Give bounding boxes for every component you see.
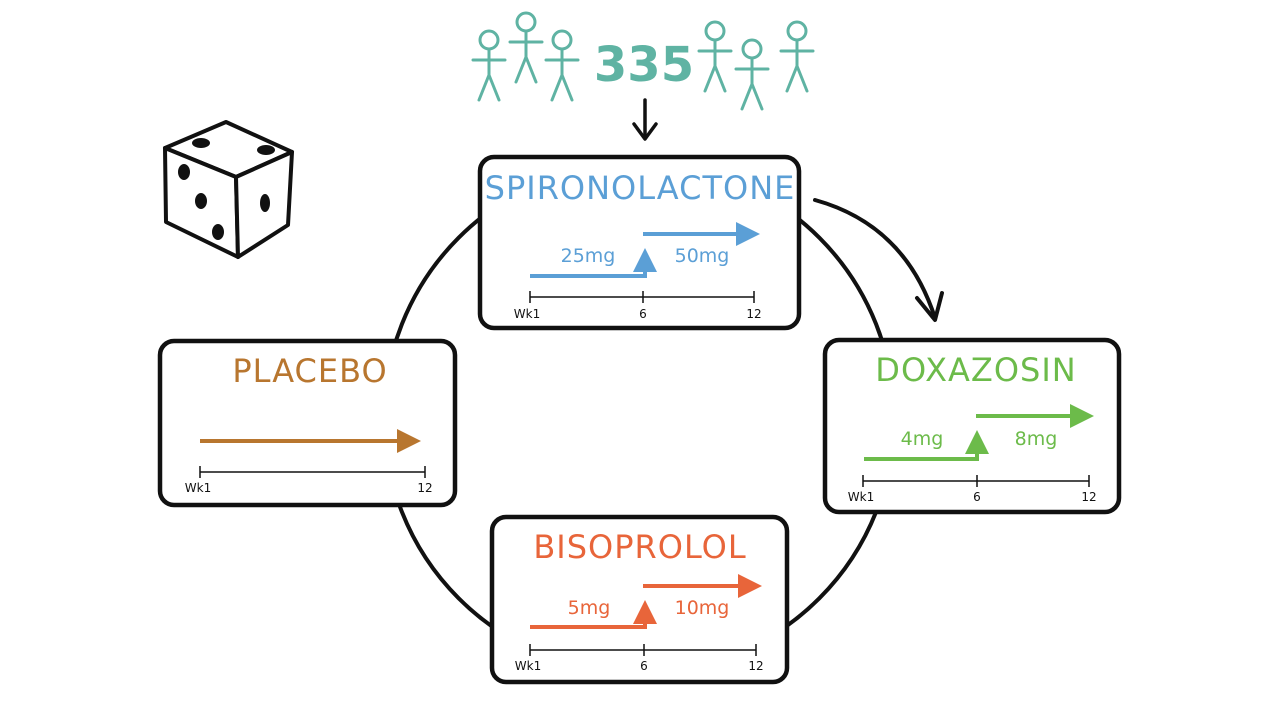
participants-group xyxy=(471,11,815,111)
tick-label: Wk1 xyxy=(848,490,874,504)
arm-bisoprolol: BISOPROLOL 5mg 10mg Wk1 6 12 xyxy=(489,514,790,685)
tick-label: 6 xyxy=(973,490,981,504)
dice-icon xyxy=(163,120,294,259)
tick-label: Wk1 xyxy=(185,481,211,495)
participant-count: 335 xyxy=(594,37,694,93)
stick-figure-icon xyxy=(779,20,815,93)
arm-spironolactone: SPIRONOLACTONE 25mg 50mg Wk1 6 12 xyxy=(477,154,802,331)
dose-step-arrow xyxy=(530,248,657,278)
timeline-axis xyxy=(862,475,1090,487)
timeline-axis xyxy=(529,291,755,303)
arm-title: DOXAZOSIN xyxy=(875,351,1076,389)
dose-label-2: 50mg xyxy=(675,245,730,267)
tick-label: 12 xyxy=(1081,490,1096,504)
tick-label: Wk1 xyxy=(515,659,541,673)
stick-figure-icon xyxy=(734,38,770,111)
dose-label-1: 25mg xyxy=(561,245,616,267)
enrolment-arrow xyxy=(632,98,658,141)
dose-label-1: 5mg xyxy=(568,597,611,619)
tick-label: 12 xyxy=(748,659,763,673)
dose-label-2: 8mg xyxy=(1015,428,1058,450)
tick-label: 12 xyxy=(417,481,432,495)
tick-label: 12 xyxy=(746,307,761,321)
dose-step-arrow xyxy=(530,600,657,629)
dose-step-arrow xyxy=(864,430,989,461)
tick-label: 6 xyxy=(640,659,648,673)
timeline-axis xyxy=(529,644,757,656)
stick-figure-icon xyxy=(471,29,507,102)
tick-label: 6 xyxy=(639,307,647,321)
arm-placebo: PLACEBO Wk1 12 xyxy=(157,338,458,508)
arm-title: PLACEBO xyxy=(232,352,387,390)
rotation-arrow xyxy=(813,198,944,322)
stick-figure-icon xyxy=(697,20,733,93)
stick-figure-icon xyxy=(508,11,544,84)
stick-figure-icon xyxy=(544,29,580,102)
tick-label: Wk1 xyxy=(514,307,540,321)
dose-label-1: 4mg xyxy=(901,428,944,450)
arm-title: BISOPROLOL xyxy=(533,528,746,566)
timeline-axis xyxy=(199,466,426,478)
arm-title: SPIRONOLACTONE xyxy=(485,169,796,207)
dose-label-2: 10mg xyxy=(675,597,730,619)
arm-doxazosin: DOXAZOSIN 4mg 8mg Wk1 6 12 xyxy=(822,337,1122,515)
